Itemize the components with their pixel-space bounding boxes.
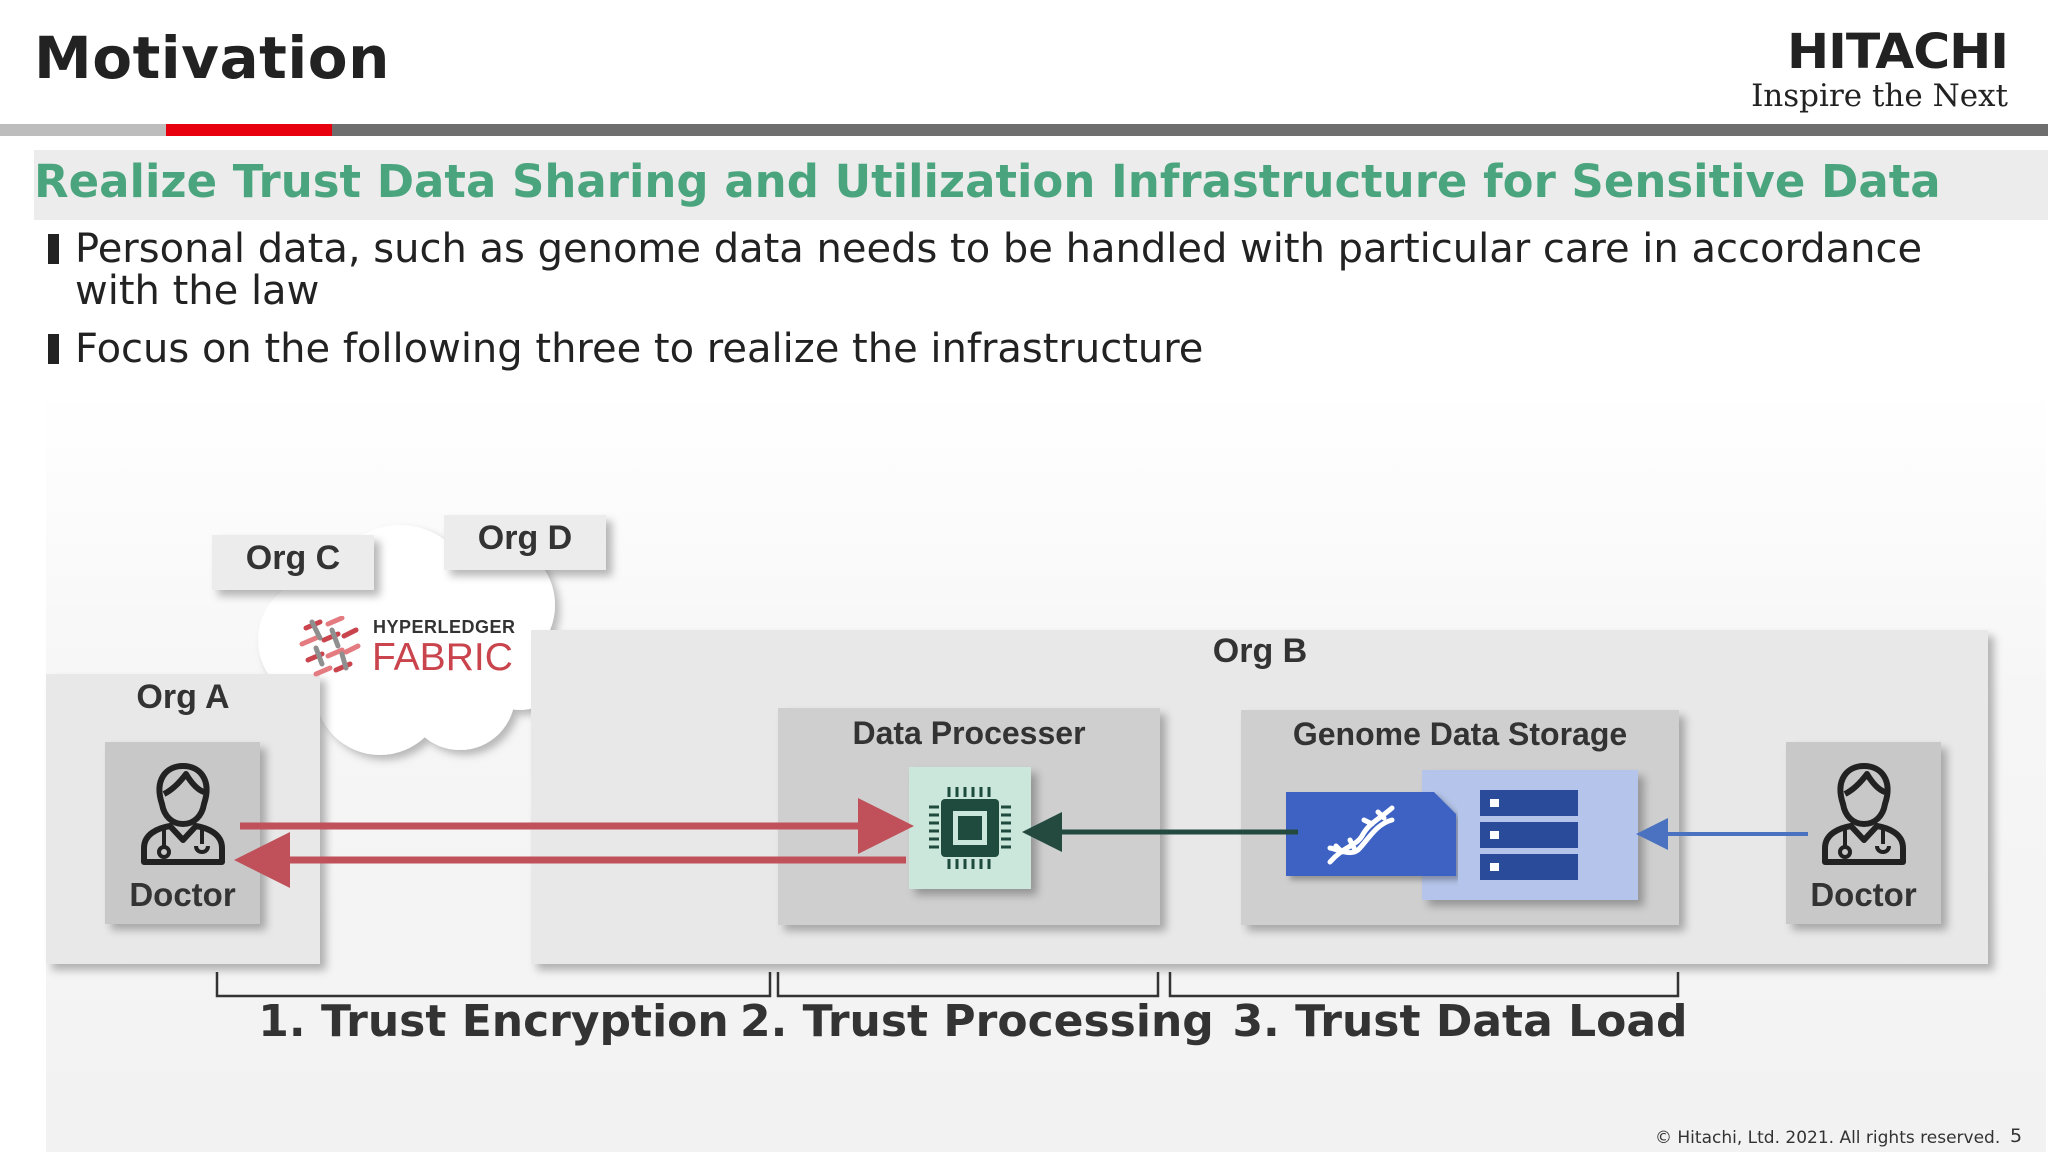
- database-server-icon: [1480, 790, 1578, 880]
- header-rule: [0, 124, 2048, 136]
- doctor-left-label: Doctor: [129, 876, 236, 913]
- header-rule-segment-red: [166, 124, 332, 136]
- doctor-icon: [141, 763, 225, 865]
- copyright-footer: © Hitachi, Ltd. 2021. All rights reserve…: [1655, 1128, 2001, 1148]
- step-trust-processing: 2. Trust Processing: [740, 996, 1214, 1047]
- cpu-chip-icon: [929, 787, 1011, 869]
- fabric-label-top: HYPERLEDGER: [373, 617, 516, 637]
- org-b-label: Org B: [1212, 632, 1308, 670]
- fabric-label-bottom: FABRIC: [372, 636, 513, 679]
- bullet-item: Personal data, such as genome data needs…: [48, 228, 2008, 312]
- subtitle-banner: [34, 150, 2048, 220]
- brace-trust-data-load: [1168, 972, 1680, 998]
- header-rule-segment-gray: [0, 124, 166, 136]
- doctor-right-label: Doctor: [1810, 876, 1917, 913]
- logo-tagline: Inspire the Next: [1751, 78, 2008, 114]
- doctor-icon: [1822, 763, 1906, 865]
- org-d-label: Org D: [477, 519, 573, 557]
- bullet-item: Focus on the following three to realize …: [48, 328, 2008, 370]
- step-trust-data-load: 3. Trust Data Load: [1232, 996, 1688, 1047]
- bullet-text: Personal data, such as genome data needs…: [75, 226, 1923, 314]
- bullet-mark: [48, 334, 59, 364]
- genome-storage-label: Genome Data Storage: [1292, 716, 1628, 752]
- bullet-text: Focus on the following three to realize …: [75, 326, 1204, 372]
- subtitle-banner-text: Realize Trust Data Sharing and Utilizati…: [34, 155, 1941, 208]
- bullet-mark: [48, 234, 59, 264]
- org-c-box: [212, 535, 374, 590]
- brace-trust-encryption: [215, 972, 772, 998]
- step-trust-encryption: 1. Trust Encryption: [258, 996, 729, 1047]
- page-number: 5: [2010, 1125, 2023, 1147]
- org-c-label: Org C: [245, 539, 341, 577]
- slide-title: Motivation: [34, 24, 390, 92]
- hitachi-logo: HITACHI Inspire the Next: [1738, 28, 2009, 114]
- dna-document-icon: [1286, 792, 1456, 876]
- org-a-label: Org A: [136, 678, 230, 716]
- hyperledger-fabric-icon: [299, 616, 361, 677]
- data-processer-label: Data Processer: [852, 715, 1086, 751]
- brace-trust-processing: [776, 972, 1160, 998]
- doctor-right-box: [1786, 742, 1941, 924]
- org-d-box: [444, 515, 606, 570]
- logo-name: HITACHI: [1787, 24, 2009, 80]
